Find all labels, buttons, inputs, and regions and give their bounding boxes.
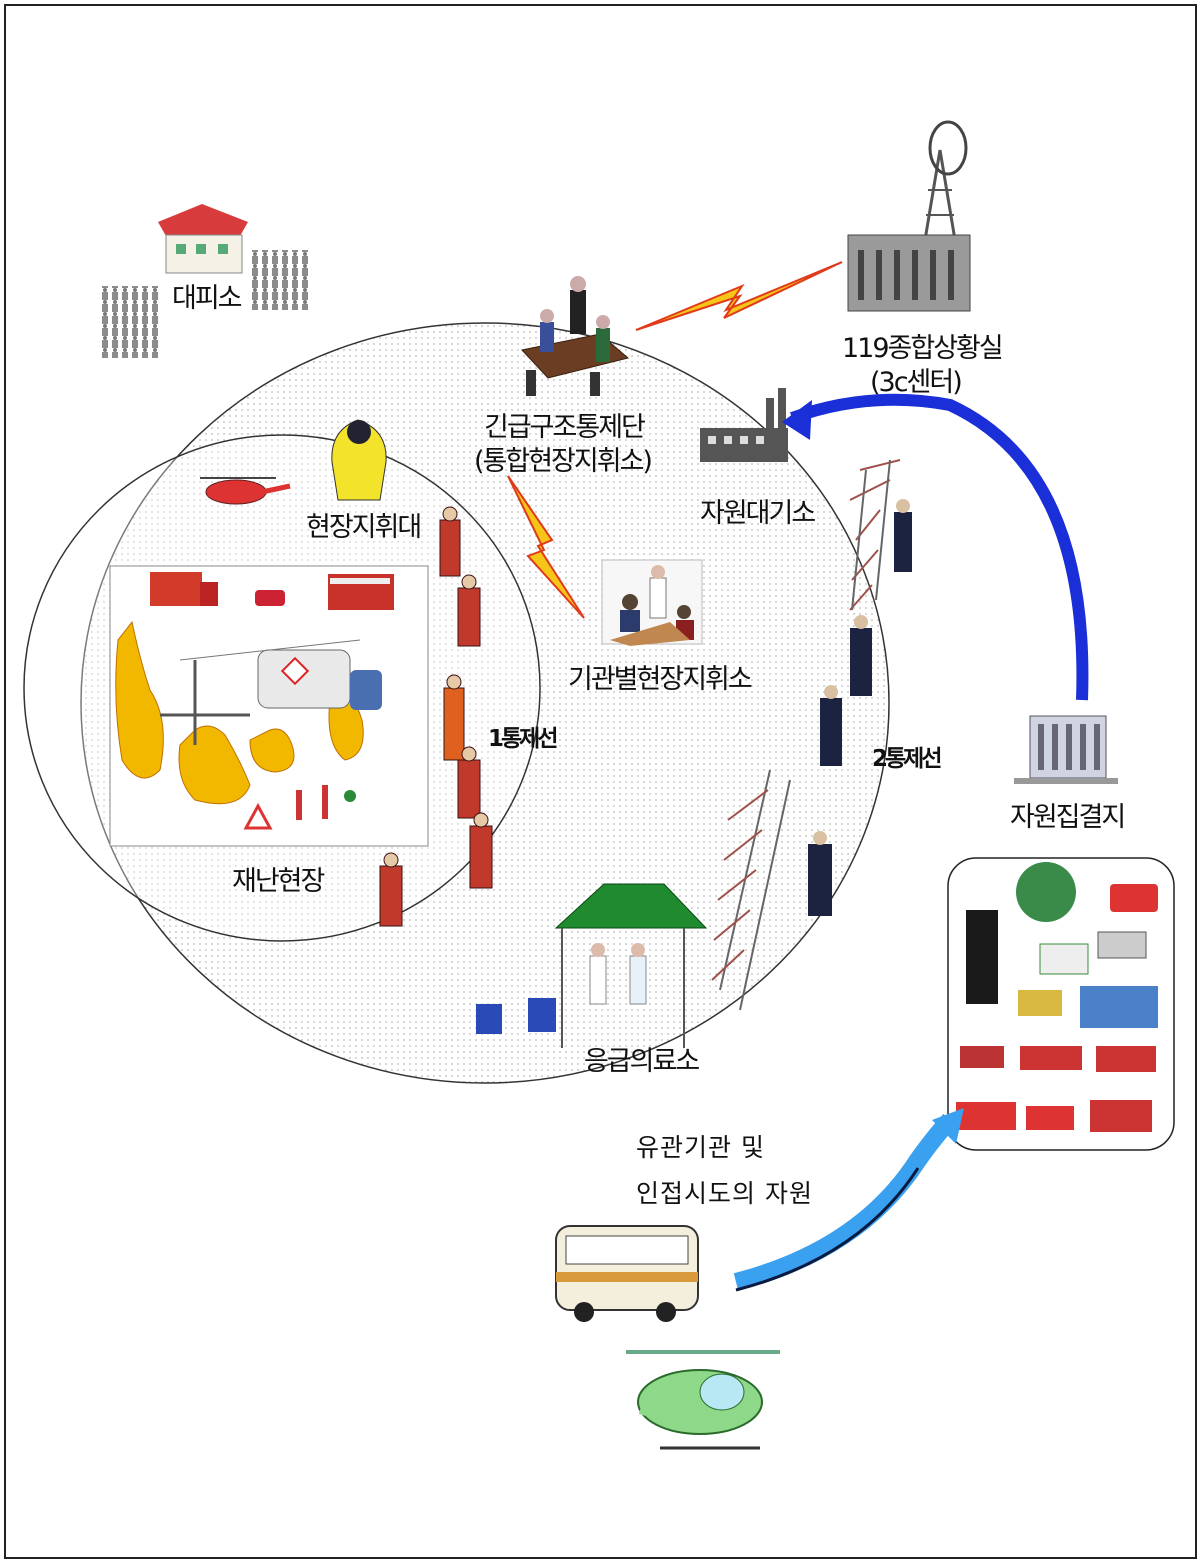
disaster-site-scene — [109, 565, 429, 847]
rescuer-group — [379, 506, 493, 927]
resources-arrow — [733, 1113, 957, 1291]
second-control-line — [80, 322, 890, 1084]
first-aid-label: 응급의료소 — [584, 1046, 700, 1077]
comm-center-label-line1: 119종합상황실 — [842, 333, 1004, 364]
shelter-label: 대피소 — [172, 283, 243, 314]
assembly-resources — [956, 862, 1158, 1132]
emergency-rescue-label-line2: (통합현장지휘소) — [474, 446, 653, 477]
comm-center-label-line2: (3c센터) — [870, 367, 963, 398]
helicopter-icon — [200, 477, 291, 505]
office-building-icon — [1014, 715, 1118, 784]
agency-command-icon — [601, 559, 703, 646]
shelter-scene — [100, 204, 308, 358]
fire-icon — [178, 725, 251, 805]
medical-tent-icon — [476, 883, 708, 1048]
bus-icon — [555, 1225, 699, 1322]
barricade — [711, 459, 901, 1011]
control-line-1-label: 1통제선 — [488, 726, 559, 752]
lightning-bolt-field — [507, 475, 585, 619]
lightning-bolt-comm — [635, 261, 843, 331]
house-icon — [158, 204, 248, 236]
related-resources-label-line2: 인접시도의 자원 — [636, 1179, 813, 1208]
fire-icon — [115, 620, 164, 779]
agency-command-label: 기관별현장지휘소 — [568, 664, 753, 695]
radio-tower-icon — [847, 120, 971, 312]
disaster-site-label: 재난현장 — [232, 866, 325, 897]
control-line-2-label: 2통제선 — [872, 746, 943, 772]
emergency-rescue-label-line1: 긴급구조통제단 — [484, 412, 646, 443]
resource-assembly-box — [947, 857, 1175, 1151]
helicopter-icon — [626, 1350, 780, 1450]
blue-arrow-to-standby — [789, 393, 1089, 701]
field-commander-icon — [331, 419, 387, 501]
police-line — [808, 499, 912, 916]
field-command-label: 현장지휘대 — [306, 512, 422, 543]
related-resources-label-line1: 유관기관 및 — [636, 1133, 765, 1162]
factory-icon — [700, 388, 788, 462]
meeting-table-icon — [521, 276, 630, 396]
resource-assembly-label: 자원집결지 — [1010, 802, 1126, 833]
resource-standby-label: 자원대기소 — [700, 498, 816, 529]
